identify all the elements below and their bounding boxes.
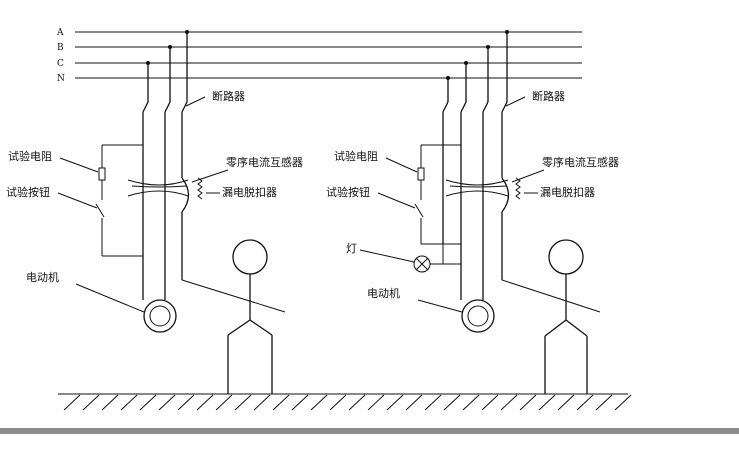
motor-inner-circle [149, 305, 171, 327]
test-resistor-symbol [98, 167, 106, 181]
ground-hatch-mark [405, 394, 423, 411]
breaker-label: 断路器 [212, 89, 245, 103]
ground-hatch-mark [101, 394, 119, 411]
leader-line [511, 169, 545, 183]
left-circuit: 断路器 试验电阻 试验按钮 零序电流互感器 [6, 30, 303, 394]
zero-ct-label: 零序电流互感器 [226, 155, 303, 169]
leader-line [377, 192, 416, 209]
leader-line [385, 157, 418, 173]
ground-hatch-mark [443, 394, 461, 411]
motor-label: 电动机 [367, 286, 400, 300]
test-resistor-label: 试验电阻 [8, 149, 52, 163]
zero-ct-label: 零序电流互感器 [542, 155, 619, 169]
ground-hatch-mark [595, 394, 613, 411]
zero-sequence-ct [445, 179, 509, 197]
ground-hatch-mark [291, 394, 309, 411]
ground-hatch-mark [557, 394, 575, 411]
zero-sequence-ct [127, 179, 189, 197]
ground-hatch-mark [158, 394, 176, 411]
motor-inner-circle [467, 305, 489, 327]
test-resistor-symbol [417, 167, 425, 181]
ground-hatch-mark [329, 394, 347, 411]
motor-outer-circle [461, 299, 495, 333]
phase-wire [181, 177, 190, 280]
bus-lines: A B C N [56, 28, 582, 84]
trip-coil [515, 177, 521, 200]
motor-outer-circle [143, 299, 177, 333]
leader-line [75, 283, 145, 313]
test-resistor-label: 试验电阻 [334, 149, 378, 163]
ground-hatch-mark [424, 394, 442, 411]
ground-hatch-mark [519, 394, 537, 411]
breaker-label: 断路器 [532, 89, 565, 103]
ground-hatch-mark [63, 394, 81, 411]
leakage-path [501, 279, 601, 313]
ground-hatch-mark [462, 394, 480, 411]
ground-hatch-mark [139, 394, 157, 411]
bus-label-n: N [57, 74, 65, 84]
ground-hatch [58, 393, 632, 411]
motor-label: 电动机 [26, 270, 59, 284]
ground-hatch-mark [576, 394, 594, 411]
bus-label-c: C [57, 59, 64, 69]
ground-hatch-mark [538, 394, 556, 411]
ground-hatch-mark [215, 394, 233, 411]
leader-line [359, 249, 415, 263]
trip-coil [197, 177, 203, 200]
ground-hatch-mark [481, 394, 499, 411]
ground-hatch-mark [386, 394, 404, 411]
test-button-symbol [414, 203, 424, 218]
leader-line [59, 157, 99, 173]
bus-label-b: B [57, 43, 64, 53]
ground-hatch-mark [310, 394, 328, 411]
person-figure [227, 239, 273, 394]
test-button-label: 试验按钮 [326, 185, 370, 199]
test-button-label: 试验按钮 [6, 185, 50, 199]
right-circuit: 断路器 试验电阻 试验按钮 零序电流互感器 漏电脱扣器 [326, 30, 619, 394]
lamp-symbol [413, 255, 431, 273]
ground-hatch-mark [82, 394, 100, 411]
test-button-symbol [95, 203, 105, 218]
ground-hatch-mark [253, 394, 271, 411]
breaker-contacts [442, 96, 526, 113]
ground-hatch-mark [348, 394, 366, 411]
bus-label-a: A [56, 28, 64, 38]
lamp-circuit [413, 244, 461, 273]
trip-label: 漏电脱扣器 [540, 185, 595, 199]
ground-hatch-mark [272, 394, 290, 411]
leader-line [191, 169, 229, 183]
lamp-label: 灯 [346, 242, 357, 255]
ground-hatch-mark [177, 394, 195, 411]
leakage-path [181, 279, 286, 313]
test-circuit [95, 144, 143, 257]
ground-hatch-mark [120, 394, 138, 411]
ground-hatch-mark [367, 394, 385, 411]
ground-hatch-mark [500, 394, 518, 411]
ground-hatch-mark [234, 394, 252, 411]
breaker-contacts [142, 96, 206, 113]
bottom-divider [0, 428, 739, 434]
leader-line [57, 192, 98, 209]
leader-line [417, 299, 463, 313]
test-circuit [414, 144, 461, 245]
phase-wire [501, 177, 510, 280]
trip-label: 漏电脱扣器 [222, 185, 277, 199]
ground-hatch-mark [196, 394, 214, 411]
ground-hatch-mark [614, 394, 632, 411]
person-figure [544, 239, 588, 394]
